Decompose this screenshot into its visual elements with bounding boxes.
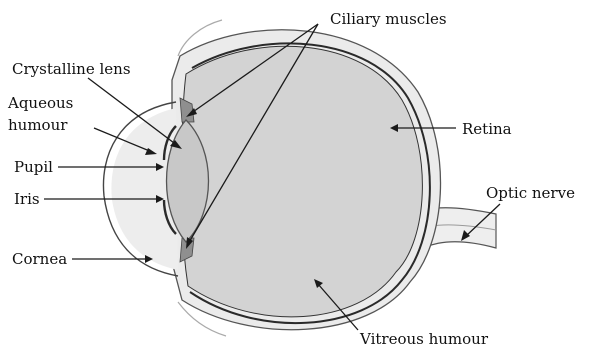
aqueous-humour-label-line2: humour: [8, 116, 68, 134]
retina-label: Retina: [462, 120, 512, 138]
iris-label: Iris: [14, 190, 40, 208]
vitreous-humour-label: Vitreous humour: [359, 330, 489, 348]
cornea-label: Cornea: [12, 250, 67, 268]
crystalline-lens-label: Crystalline lens: [12, 60, 131, 78]
pupil-label: Pupil: [14, 158, 53, 176]
optic-nerve-label: Optic nerve: [486, 184, 575, 202]
aqueous-humour-label-line1: Aqueous: [7, 94, 73, 112]
ciliary-muscles-label: Ciliary muscles: [330, 10, 447, 28]
vitreous-chamber: [182, 46, 422, 317]
